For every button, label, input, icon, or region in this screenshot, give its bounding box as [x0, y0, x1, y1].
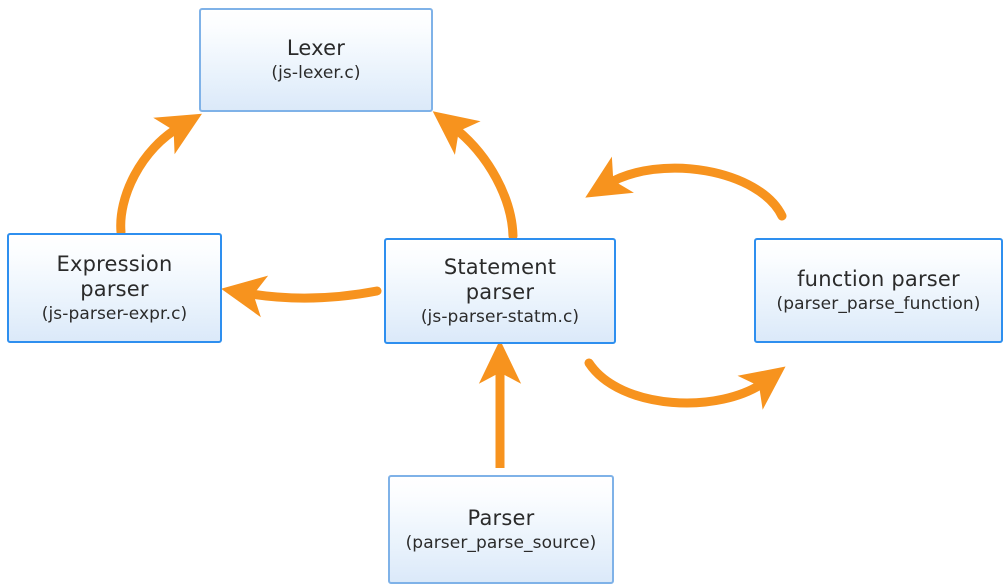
node-lexer-subtitle: (js-lexer.c) [271, 63, 361, 84]
edge-function-to-statement [585, 156, 787, 221]
node-statement-parser[interactable]: Statement parser (js-parser-statm.c) [384, 238, 616, 344]
node-statement-parser-title: Statement parser [443, 254, 557, 304]
node-lexer[interactable]: Lexer (js-lexer.c) [199, 8, 433, 112]
node-parser-title: Parser [467, 505, 535, 530]
node-expression-parser-subtitle: (js-parser-expr.c) [41, 303, 188, 324]
node-expression-parser-title: Expression parser [56, 251, 173, 301]
node-parser-subtitle: (parser_parse_source) [405, 532, 597, 553]
edge-expression-to-lexer [116, 113, 202, 237]
node-function-parser-subtitle: (parser_parse_function) [776, 293, 981, 314]
node-function-parser[interactable]: function parser (parser_parse_function) [754, 238, 1003, 343]
edge-statement-to-lexer [432, 111, 518, 241]
node-expression-parser[interactable]: Expression parser (js-parser-expr.c) [7, 233, 222, 343]
node-parser[interactable]: Parser (parser_parse_source) [388, 475, 614, 584]
node-function-parser-title: function parser [797, 266, 960, 291]
edge-statement-to-expression [221, 275, 382, 318]
edge-statement-to-function [584, 358, 786, 410]
node-lexer-title: Lexer [286, 36, 346, 61]
node-statement-parser-subtitle: (js-parser-statm.c) [420, 306, 580, 327]
